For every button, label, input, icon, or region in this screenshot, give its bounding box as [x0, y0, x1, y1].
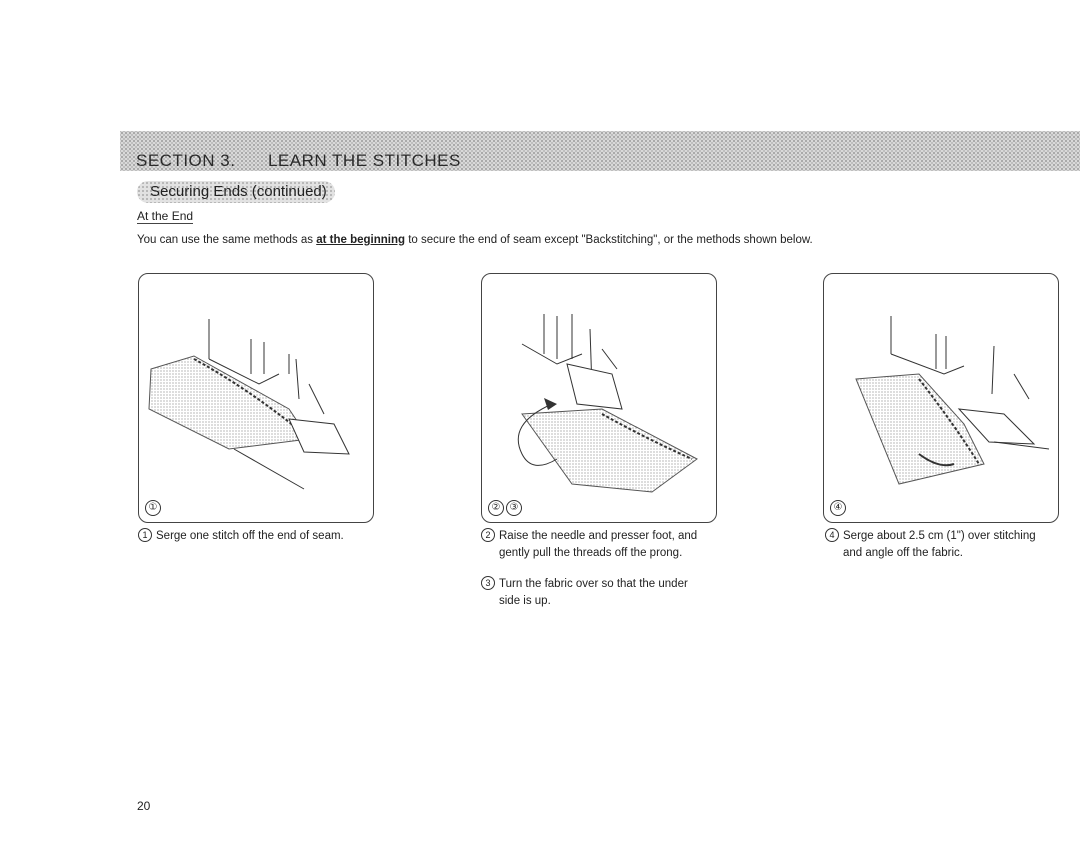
figure-2-illustration: [517, 314, 698, 493]
page-number: 20: [137, 799, 151, 813]
figure-2-marker-b: ③: [506, 500, 522, 516]
figure-3-markers: ④: [830, 500, 846, 516]
subheading: At the End: [137, 209, 194, 224]
caption-1-marker: 1: [138, 528, 152, 542]
caption-3-line1: Turn the fabric over so that the under: [499, 578, 688, 590]
caption-2-marker: 2: [481, 528, 495, 542]
topic-pill: [137, 181, 335, 203]
caption-2-line1: Raise the needle and presser foot, and: [499, 530, 698, 542]
caption-1-line1: Serge one stitch off the end of seam.: [156, 530, 344, 542]
figure-2-markers: ② ③: [488, 500, 522, 516]
intro-paragraph: You can use the same methods as at the b…: [137, 234, 813, 246]
figure-3-illustration: [855, 316, 1050, 485]
figure-1-marker: ①: [145, 500, 161, 516]
section-header-band: [120, 131, 1080, 171]
figure-1-illustration: [148, 319, 350, 490]
figure-panel-1: ①: [138, 273, 374, 523]
caption-2-line2: gently pull the threads off the prong.: [499, 547, 683, 559]
intro-text-before: You can use the same methods as: [137, 234, 317, 246]
intro-text-after: to secure the end of seam except "Backst…: [405, 234, 813, 246]
figure-2-marker-a: ②: [488, 500, 504, 516]
caption-3-line2: side is up.: [499, 595, 551, 607]
caption-4-line1: Serge about 2.5 cm (1") over stitching: [843, 530, 1036, 542]
caption-4-line2: and angle off the fabric.: [843, 547, 963, 559]
figure-panel-3: ④: [823, 273, 1059, 523]
section-name: LEARN THE STITCHES: [267, 151, 461, 170]
figure-panel-2: ② ③: [481, 273, 717, 523]
caption-4-marker: 4: [825, 528, 839, 542]
caption-1: 1 Serge one stitch off the end of seam.: [138, 528, 344, 545]
figure-3-marker: ④: [830, 500, 846, 516]
figure-1-markers: ①: [145, 500, 161, 516]
topic-pill-label: Securing Ends (continued): [150, 183, 327, 200]
caption-3-marker: 3: [481, 576, 495, 590]
intro-emphasis: at the beginning: [316, 234, 406, 246]
section-label: SECTION 3.: [136, 151, 236, 170]
section-title: SECTION 3. LEARN THE STITCHES: [136, 151, 461, 171]
